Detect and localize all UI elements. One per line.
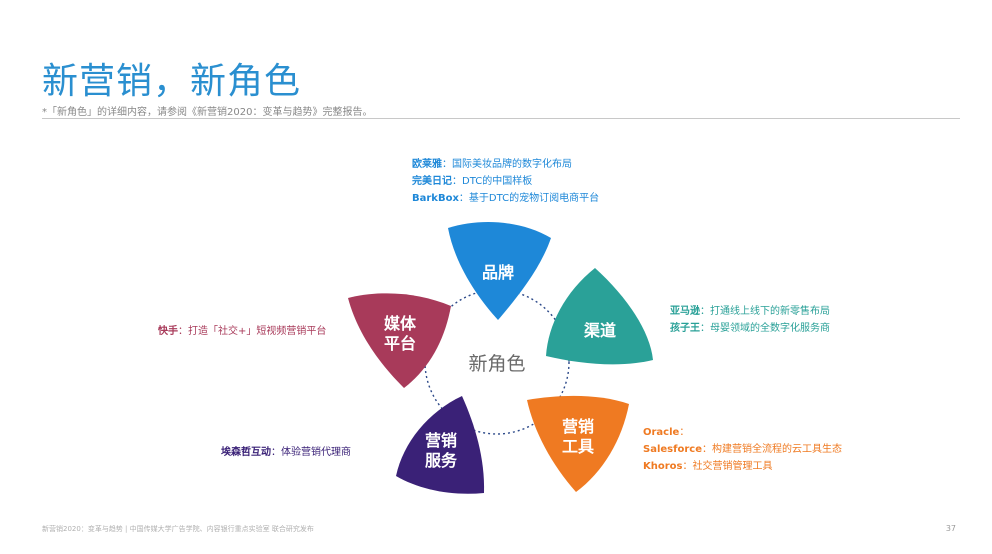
title-divider [42,118,960,119]
info-item-name: 快手 [158,326,178,337]
petal-media-shape [348,293,451,388]
petal-tools-label-line: 营销 [562,417,594,436]
info-tools-item: Oracle： [643,424,842,441]
petal-tools-label-line: 工具 [562,437,594,456]
footer-text: 新营销2020：变革与趋势 | 中国传媒大学广告学院、内容银行重点实验室 联合研… [42,525,314,533]
info-media: 快手：打造「社交+」短视频营销平台 [158,323,326,340]
info-item-name: 埃森哲互动 [221,447,271,458]
petal-media-label-line: 平台 [384,334,416,353]
info-item-name: 完美日记 [412,176,452,187]
petal-service-shape [396,396,485,494]
petal-tools-shape [527,395,629,492]
petal-service-label-line: 营销 [425,431,457,450]
petal-channel-shape [546,268,653,365]
info-brand-item: 完美日记：DTC的中国样板 [412,173,599,190]
petal-tools-label: 营销工具 [562,417,594,456]
petal-tools: 营销工具 [527,395,629,492]
info-item-desc: ：国际美妆品牌的数字化布局 [442,159,572,170]
info-item-name: 亚马逊 [670,306,700,317]
center-label: 新角色 [468,353,525,375]
info-item-desc: ：基于DTC的宠物订阅电商平台 [458,193,600,204]
page-title: 新营销，新角色 [42,61,302,102]
info-channel: 亚马逊：打通线上线下的新零售布局孩子王：母婴领域的全数字化服务商 [670,303,830,337]
info-media-item: 快手：打造「社交+」短视频营销平台 [158,323,326,340]
info-channel-item: 孩子王：母婴领域的全数字化服务商 [670,320,830,337]
page-subtitle: *「新角色」的详细内容，请参阅《新营销2020：变革与趋势》完整报告。 [42,107,373,118]
info-item-name: 欧莱雅 [412,159,442,170]
info-channel-item: 亚马逊：打通线上线下的新零售布局 [670,303,830,320]
petal-brand: 品牌 [448,222,551,320]
petal-media: 媒体平台 [348,293,451,388]
info-item-desc: ：构建营销全流程的云工具生态 [701,444,842,455]
info-item-name: Salesforce [643,444,702,455]
petal-channel-label: 渠道 [584,321,616,340]
info-service-item: 埃森哲互动：体验营销代理商 [221,444,351,461]
info-item-name: BarkBox [412,193,459,204]
petal-brand-shape [448,222,551,320]
info-item-desc: ：打通线上线下的新零售布局 [700,306,830,317]
info-item-name: 孩子王 [670,323,700,334]
info-brand-item: BarkBox：基于DTC的宠物订阅电商平台 [412,190,599,207]
petal-service-label-line: 服务 [425,451,458,470]
petal-media-label-line: 媒体 [384,314,417,333]
petal-service: 营销服务 [396,396,485,494]
petal-service-label: 营销服务 [425,431,458,470]
petal-channel-label-line: 渠道 [584,321,616,340]
info-service: 埃森哲互动：体验营销代理商 [221,444,351,461]
petal-brand-label-line: 品牌 [482,263,514,282]
page-number: 37 [945,524,956,533]
info-item-desc: ：DTC的中国样板 [452,176,533,187]
info-item-desc: ： [679,427,690,438]
info-tools-item: Salesforce：构建营销全流程的云工具生态 [643,441,842,458]
petal-channel: 渠道 [546,268,653,365]
info-brand-item: 欧莱雅：国际美妆品牌的数字化布局 [412,156,599,173]
petal-media-label: 媒体平台 [384,314,417,353]
info-item-name: Khoros [643,461,683,472]
info-item-desc: ：打造「社交+」短视频营销平台 [178,326,327,337]
info-item-desc: ：体验营销代理商 [271,447,351,458]
info-item-desc: ：社交营销管理工具 [682,461,773,472]
info-item-name: Oracle [643,427,680,438]
info-tools-item: Khoros：社交营销管理工具 [643,458,842,475]
info-item-desc: ：母婴领域的全数字化服务商 [700,323,830,334]
petal-brand-label: 品牌 [482,263,514,282]
